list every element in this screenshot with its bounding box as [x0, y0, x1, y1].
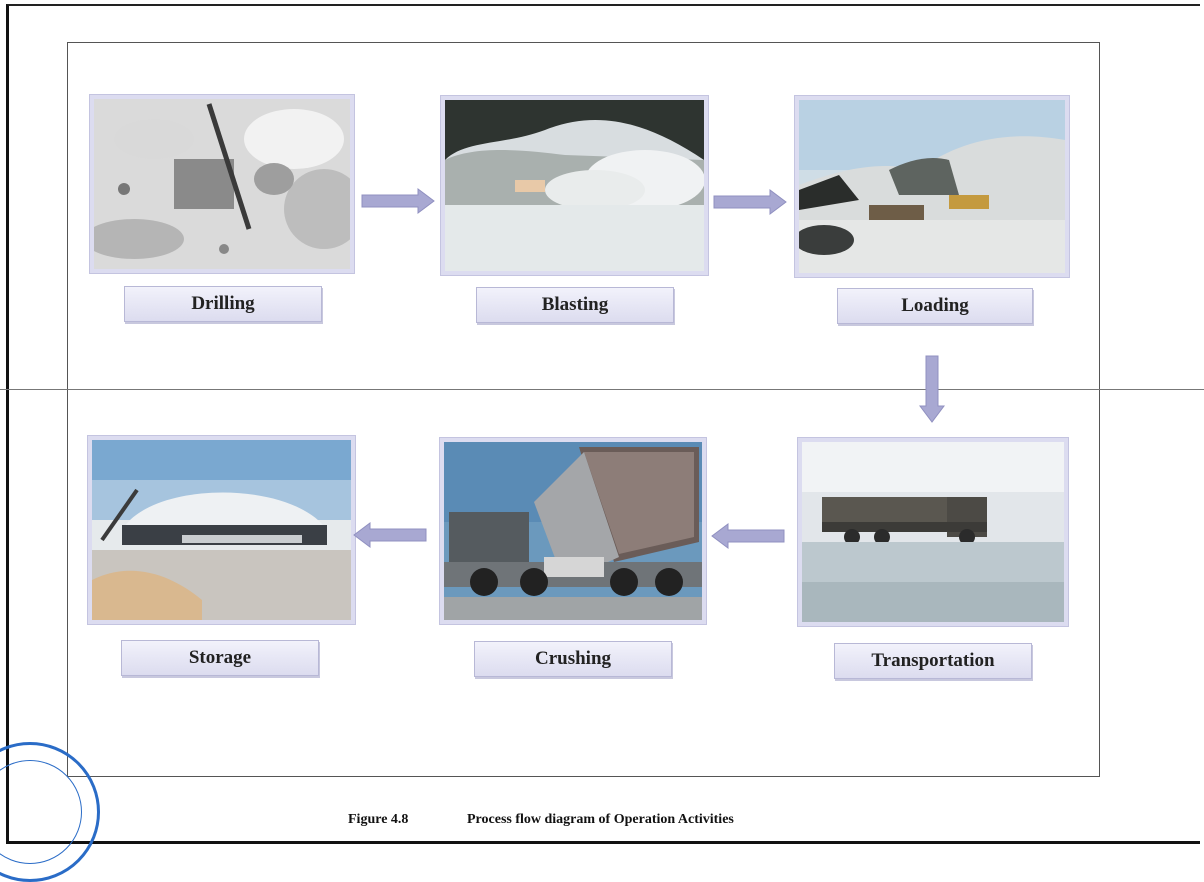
figure-number: Figure 4.8	[348, 812, 409, 827]
label-storage: Storage	[121, 640, 319, 676]
label-loading: Loading	[837, 288, 1033, 324]
arrow-left-2	[353, 522, 427, 548]
label-drilling: Drilling	[124, 286, 322, 322]
transportation-photo	[798, 438, 1068, 626]
arrow-down	[919, 355, 945, 423]
blasting-photo	[441, 96, 708, 275]
label-transportation: Transportation	[834, 643, 1032, 679]
arrow-left-1	[711, 523, 785, 549]
figure-title: Process flow diagram of Operation Activi…	[467, 812, 734, 827]
crushing-photo	[440, 438, 706, 624]
figure-frame	[67, 42, 1100, 777]
arrow-right-2	[713, 189, 787, 215]
storage-photo	[88, 436, 355, 624]
page-border	[6, 4, 1200, 844]
loading-photo	[795, 96, 1069, 277]
arrow-right-1	[361, 188, 435, 214]
label-crushing: Crushing	[474, 641, 672, 677]
label-blasting: Blasting	[476, 287, 674, 323]
scan-line	[0, 389, 1204, 390]
drilling-photo	[90, 95, 354, 273]
